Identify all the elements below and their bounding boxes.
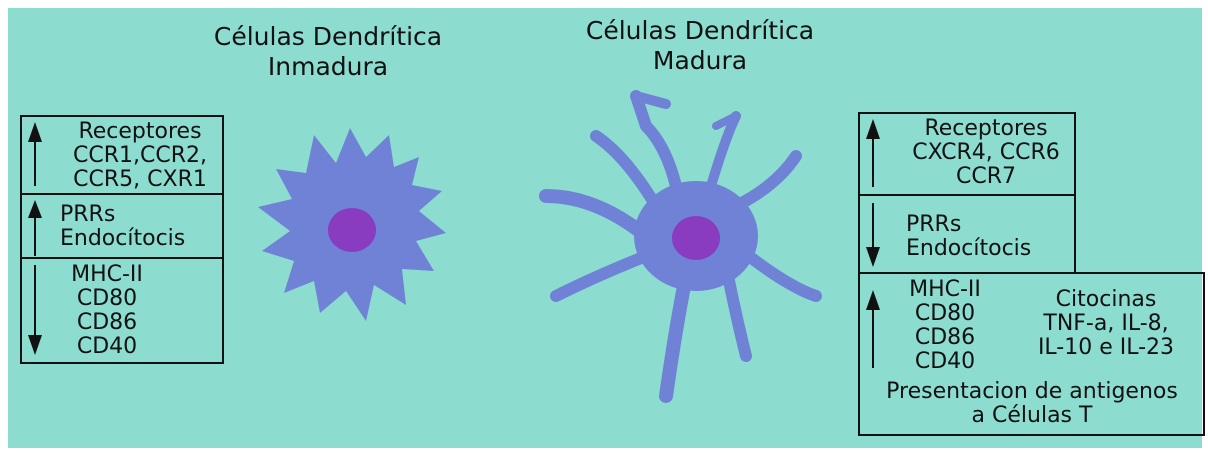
mature-receptors-list-1: CXCR4, CCR6 (900, 141, 1072, 165)
mature-cytokines-list-1: TNF-a, IL-8, (1010, 312, 1202, 336)
immature-receptors-label: Receptores (58, 120, 222, 144)
mature-presentation-line2: a Células T (862, 404, 1202, 428)
up-arrow-icon (25, 198, 45, 258)
immature-receptors-list-2: CCR5, CXR1 (58, 168, 222, 192)
immature-cell-nucleus (328, 208, 376, 252)
mature-dendritic-cell (536, 86, 836, 406)
mature-title: Células Dendrítica Madura (550, 16, 850, 76)
up-arrow-icon (863, 288, 883, 368)
immature-title: Células Dendrítica Inmadura (178, 22, 478, 82)
down-arrow-icon (863, 199, 883, 271)
immature-markers-box: MHC-II CD80 CD86 CD40 (20, 257, 224, 364)
immature-endocytosis-label: Endocítocis (60, 227, 185, 251)
mature-cytokines-list-2: IL-10 e IL-23 (1010, 336, 1202, 360)
mature-receptors-label: Receptores (900, 117, 1072, 141)
mature-cytokines-label: Citocinas (1010, 288, 1202, 312)
mature-prrs-box: PRRs Endocítocis (858, 194, 1076, 274)
up-arrow-icon (25, 120, 45, 190)
mature-marker-cd40: CD40 (890, 350, 1000, 374)
mature-receptors-list-2: CCR7 (900, 165, 1072, 189)
immature-marker-cd40: CD40 (52, 335, 162, 359)
mature-title-line2: Madura (550, 46, 850, 76)
up-arrow-icon (863, 117, 883, 191)
mature-marker-cd86: CD86 (890, 326, 1000, 350)
immature-prrs-label: PRRs (60, 203, 185, 227)
mature-endocytosis-label: Endocítocis (906, 237, 1031, 261)
mature-presentation-line1: Presentacion de antigenos (862, 380, 1202, 404)
immature-marker-cd86: CD86 (52, 311, 162, 335)
diagram-canvas: Células Dendrítica Inmadura Células Dend… (8, 8, 1202, 448)
immature-title-line1: Células Dendrítica (178, 22, 478, 52)
mature-cell-nucleus (672, 216, 720, 260)
immature-marker-cd80: CD80 (52, 287, 162, 311)
immature-title-line2: Inmadura (178, 52, 478, 82)
immature-prrs-box: PRRs Endocítocis (20, 193, 224, 259)
mature-marker-mhc: MHC-II (890, 278, 1000, 302)
mature-marker-cd80: CD80 (890, 302, 1000, 326)
immature-receptors-box: Receptores CCR1,CCR2, CCR5, CXR1 (20, 115, 224, 195)
mature-prrs-label: PRRs (906, 213, 1031, 237)
immature-marker-mhc: MHC-II (52, 263, 162, 287)
mature-receptors-box: Receptores CXCR4, CCR6 CCR7 (858, 112, 1076, 196)
mature-markers-box: MHC-II CD80 CD86 CD40 Citocinas TNF-a, I… (858, 272, 1205, 436)
down-arrow-icon (25, 261, 45, 361)
mature-title-line1: Células Dendrítica (550, 16, 850, 46)
immature-receptors-list-1: CCR1,CCR2, (58, 144, 222, 168)
immature-dendritic-cell (254, 123, 454, 323)
